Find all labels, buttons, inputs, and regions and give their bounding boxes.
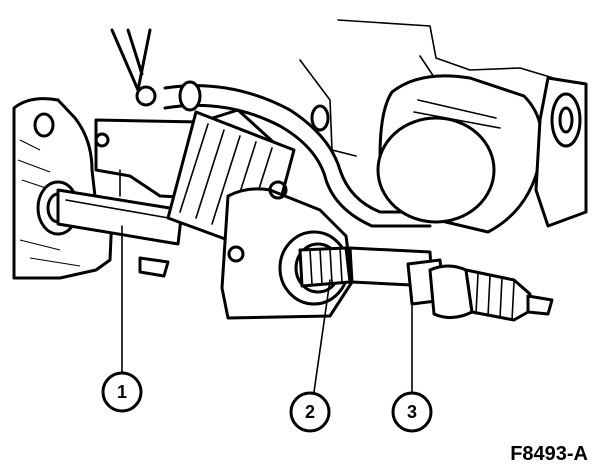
pulley-bracket [534, 76, 588, 228]
cv-boot [464, 268, 554, 322]
callout-3-number: 3 [407, 402, 417, 422]
callout-3: 3 [391, 295, 433, 433]
callout-2-number: 2 [305, 402, 315, 422]
callout-2: 2 [289, 279, 331, 433]
oil-filter [376, 74, 544, 234]
callout-1: 1 [101, 225, 143, 413]
transaxle-case [220, 180, 354, 320]
callout-1-number: 1 [117, 382, 127, 402]
upper-strut [110, 28, 157, 107]
intermediate-shaft [56, 188, 184, 246]
figure-id-label: F8493-A [510, 443, 588, 465]
upper-tube [163, 80, 432, 228]
splined-stub-shaft [298, 246, 352, 288]
right-halfshaft [348, 246, 554, 322]
